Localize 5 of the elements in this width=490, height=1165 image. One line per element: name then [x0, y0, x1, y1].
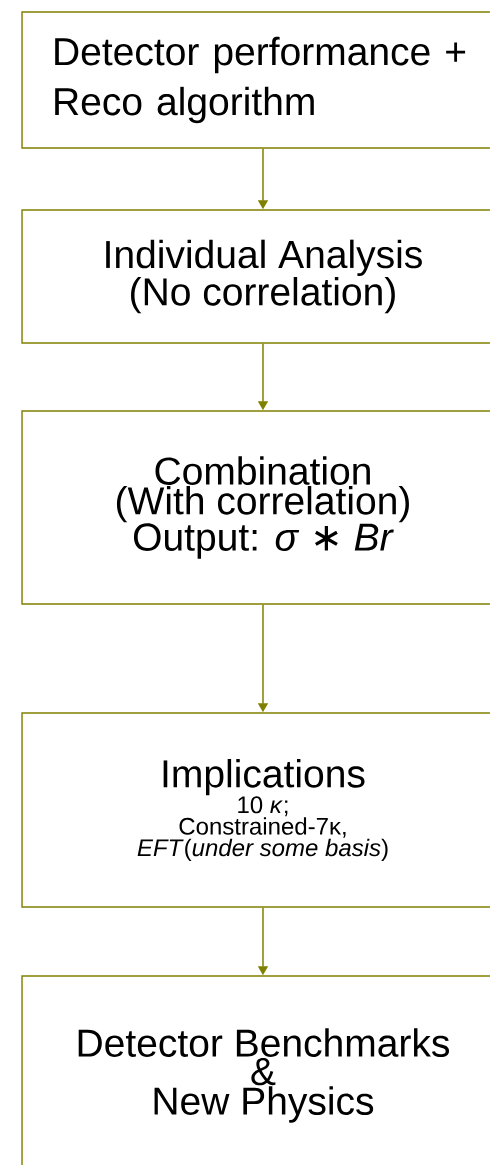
process-box: Individual Analysis (No correlation) [21, 209, 490, 344]
process-box: Detector Benchmarks & New Physics [21, 975, 490, 1165]
process-box: Detector performance + Reco algorithm [21, 11, 490, 149]
process-box: Implications 10 κ; Constrained-7κ, EFT(under some basis) [21, 712, 490, 908]
process-box: Combination (With correlation) Output: σ ∗ Br [21, 410, 490, 605]
